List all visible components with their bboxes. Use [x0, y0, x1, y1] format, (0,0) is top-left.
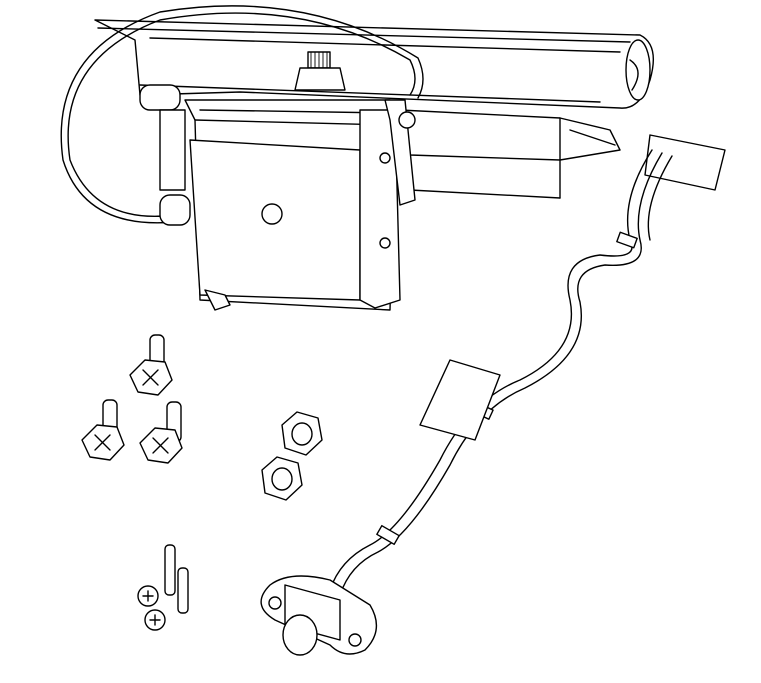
sensor-module: [184, 51, 416, 311]
rail-assembly: [94, 19, 654, 199]
flange-sensor: [260, 575, 378, 656]
small-screw: [137, 544, 176, 607]
flange-screws: [81, 334, 183, 464]
screw: [129, 334, 173, 396]
hex-nuts: [261, 411, 323, 501]
label-tag: [419, 359, 501, 441]
small-screws: [137, 544, 189, 631]
screw: [139, 401, 183, 464]
nut: [281, 411, 323, 456]
cable-loop: [60, 5, 424, 224]
small-screw: [144, 567, 189, 631]
screw: [81, 399, 125, 461]
cable-harness: [329, 134, 726, 596]
nut: [261, 456, 303, 501]
side-posts: [139, 84, 191, 226]
